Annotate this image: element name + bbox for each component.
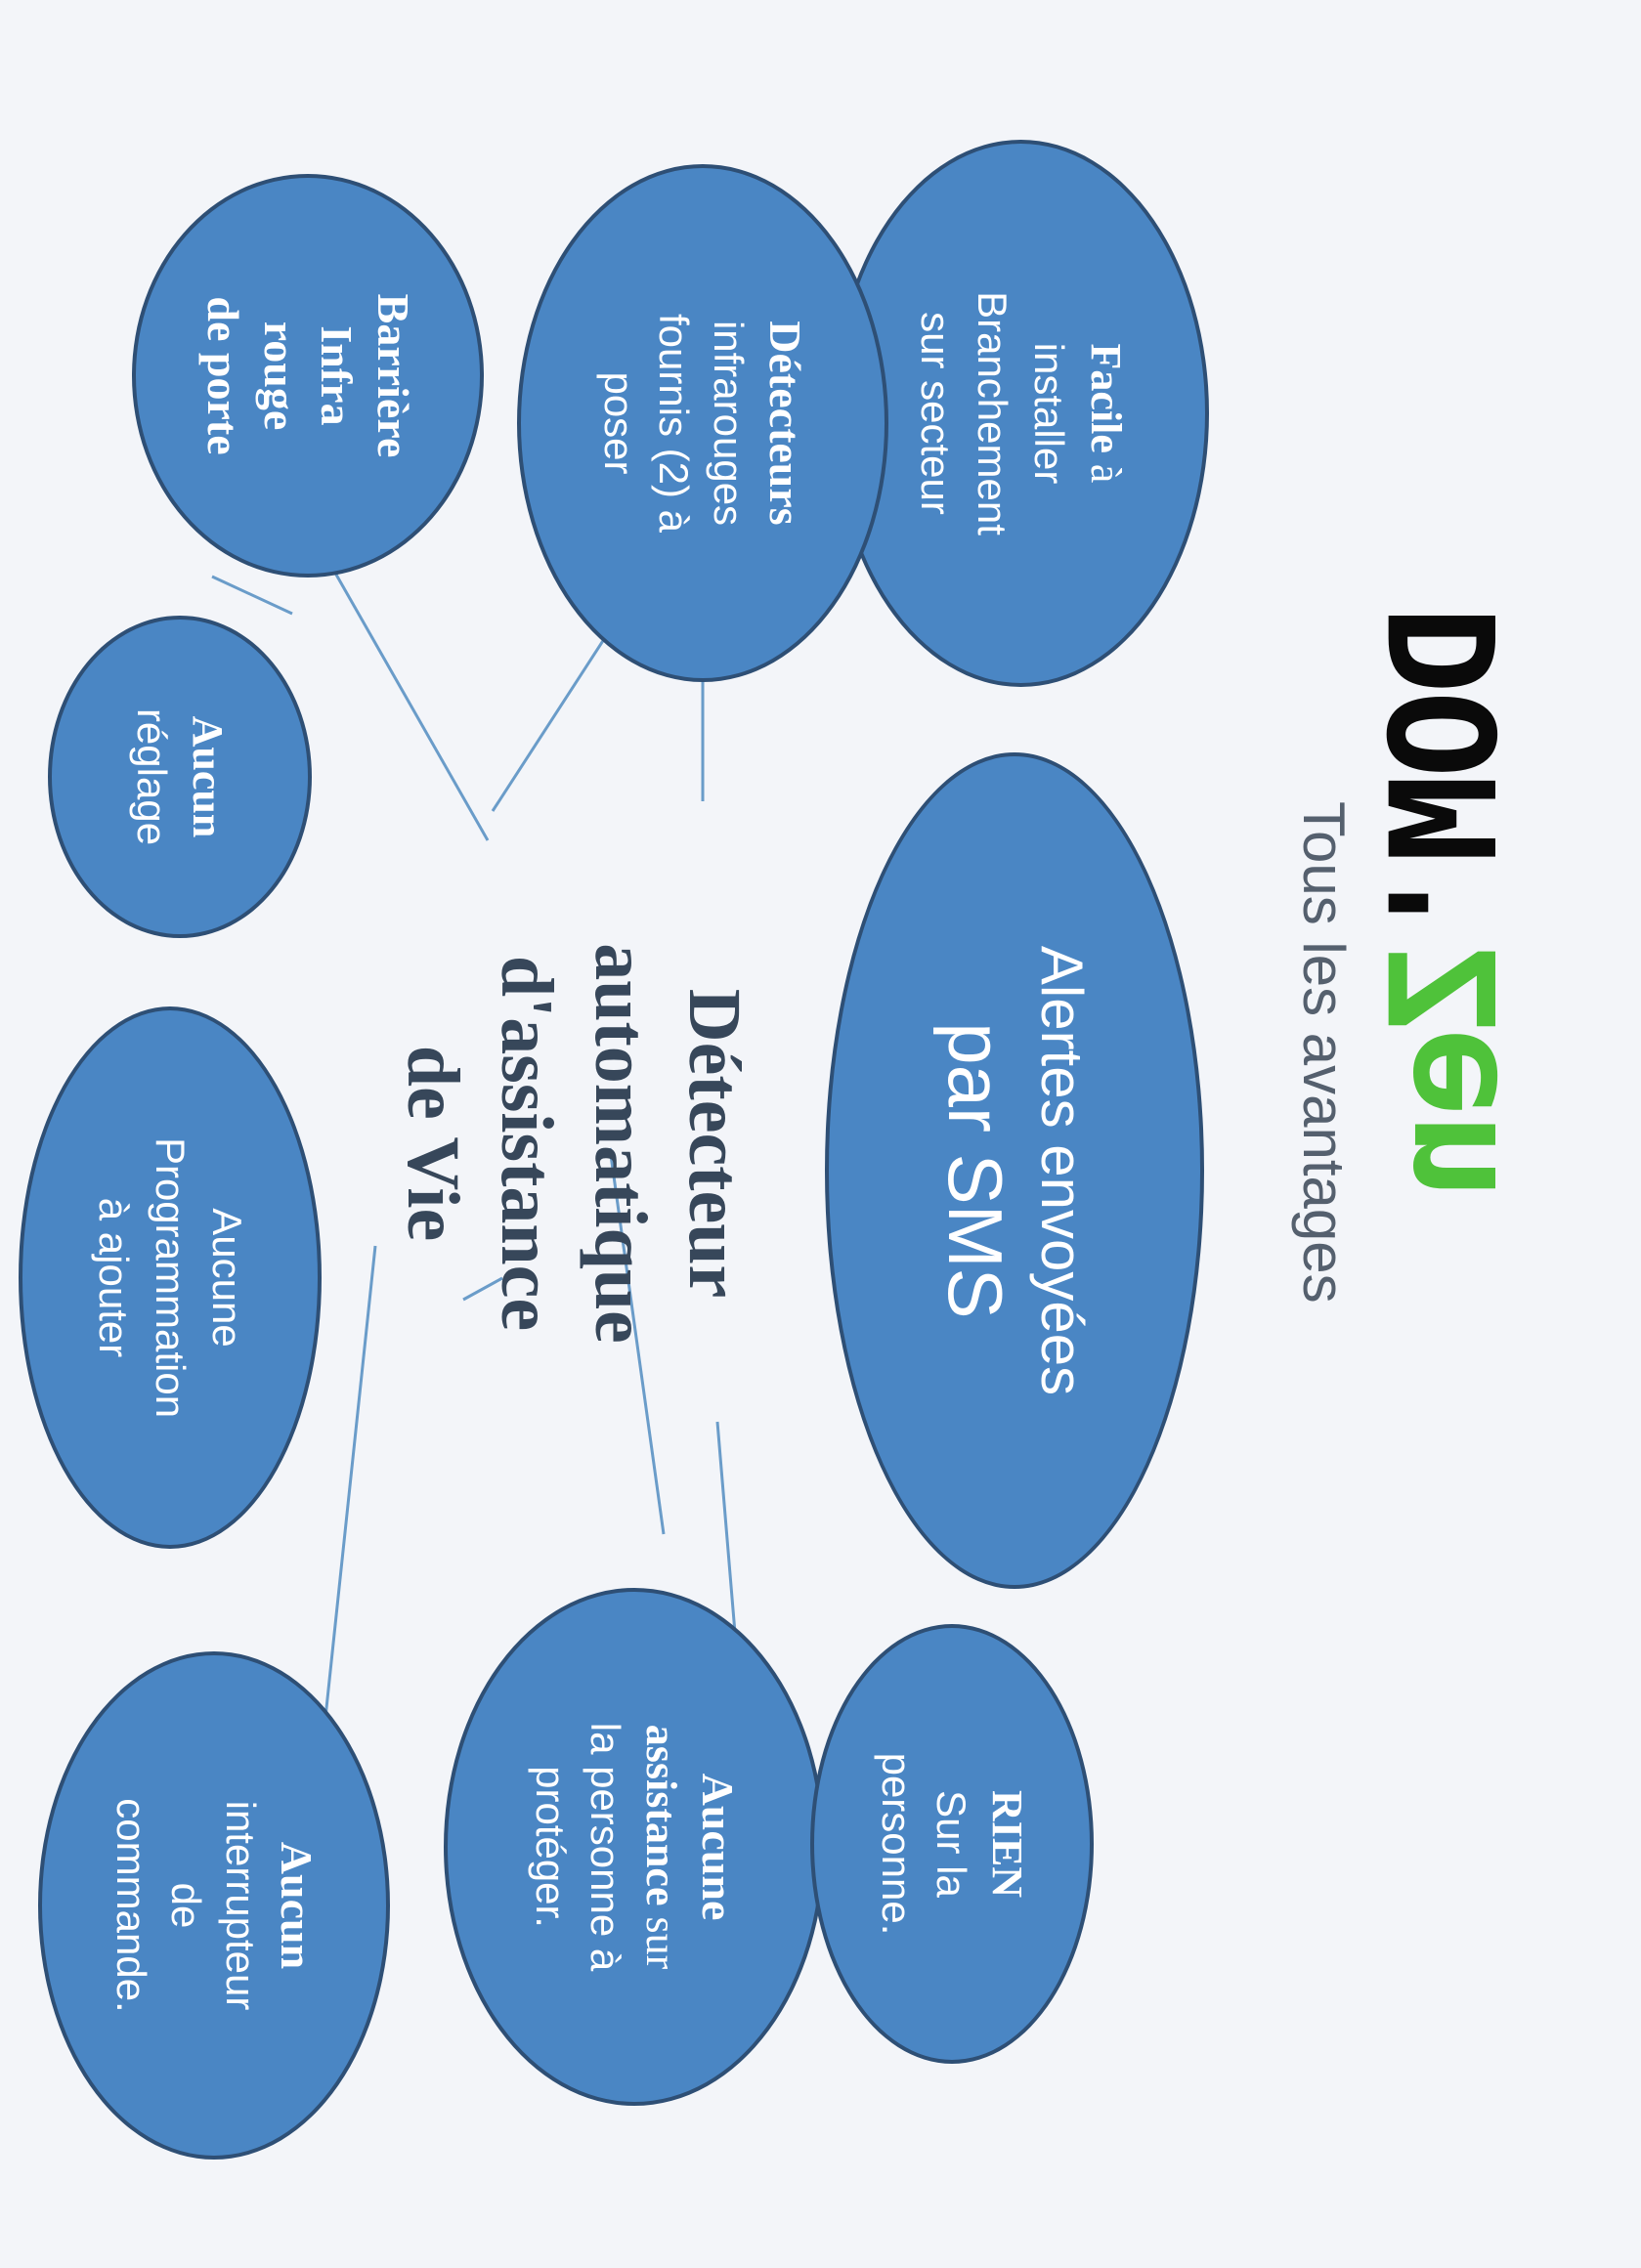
interrupteur-bold: Aucun: [272, 1841, 322, 1970]
facile-line-3: Branchement: [970, 291, 1016, 535]
bubble-detecteurs: Détecteurs infrarouges fournis (2) à pos…: [517, 164, 888, 682]
facile-line-1: Facile à: [1078, 344, 1135, 484]
reglage-line-2: réglage: [129, 707, 175, 846]
barriere-line-1: Barrière: [368, 293, 418, 458]
assistance-line-3: la personne à: [583, 1722, 628, 1972]
detecteurs-line-3: fournis (2) à: [651, 313, 697, 534]
bubble-barriere: Barrière Infra rouge de porte: [132, 174, 484, 578]
detecteurs-line-2: infrarouges: [706, 320, 752, 527]
connector-sms: [462, 1276, 503, 1302]
bubble-programmation: Aucune Programmation à ajouter: [19, 1006, 322, 1549]
bubble-reglage: Aucun réglage: [48, 616, 312, 938]
facile-line-2: installer: [1026, 342, 1073, 485]
assistance-line-4: protéger.: [528, 1766, 574, 1928]
barriere-line-3: rouge: [255, 321, 305, 431]
connector-assistance: [608, 1147, 666, 1535]
sms-line-1: Alertes envoyées: [1029, 945, 1095, 1396]
detecteurs-line-4: poser: [596, 371, 642, 475]
bubble-interrupteur: Aucun interrupteur de commande.: [38, 1651, 390, 2160]
bubble-sms: Alertes envoyées par SMS: [825, 752, 1204, 1589]
programmation-line-3: à ajouter: [91, 1197, 137, 1358]
sms-line-2: par SMS: [932, 1022, 1018, 1319]
assistance-bold-1: Aucune: [693, 1773, 743, 1921]
center-line-3: d'assistance: [486, 955, 568, 1332]
barriere-line-2: Infra: [312, 325, 362, 426]
reglage-bold: Aucun: [184, 715, 232, 838]
detecteurs-bold: Détecteurs: [760, 321, 810, 526]
interrupteur-line-4: commande.: [108, 1798, 154, 2013]
rien-bold: RIEN: [983, 1789, 1031, 1899]
facile-a: à: [1082, 452, 1131, 484]
interrupteur-line-3: de: [163, 1882, 209, 1929]
bubble-facile: Facile à installer Branchement sur secte…: [833, 140, 1209, 687]
facile-line-4: sur secteur: [913, 312, 960, 515]
assistance-bold-2: assistance: [637, 1724, 685, 1906]
bubble-rien: RIEN Sur la personne.: [810, 1624, 1094, 2064]
connector-reglage: [211, 575, 293, 616]
facile-bold: Facile: [1082, 343, 1131, 453]
assistance-sur: sur: [637, 1905, 685, 1970]
center-line-4: de Vie: [392, 1045, 474, 1242]
center-line-2: automatique: [580, 943, 662, 1344]
barriere-line-4: de porte: [198, 296, 248, 455]
assistance-line-2: assistance sur: [632, 1725, 689, 1970]
programmation-line-1: Aucune: [204, 1208, 250, 1348]
programmation-line-2: Programmation: [148, 1136, 194, 1419]
rien-line-3: personne.: [874, 1752, 920, 1936]
rien-line-2: Sur la: [928, 1790, 974, 1898]
center-title: Détecteur automatique d'assistance de Vi…: [386, 840, 761, 1446]
interrupteur-line-2: interrupteur: [218, 1800, 264, 2011]
bubble-assistance: Aucune assistance sur la personne à prot…: [444, 1588, 825, 2106]
center-line-1: Détecteur: [673, 988, 756, 1299]
